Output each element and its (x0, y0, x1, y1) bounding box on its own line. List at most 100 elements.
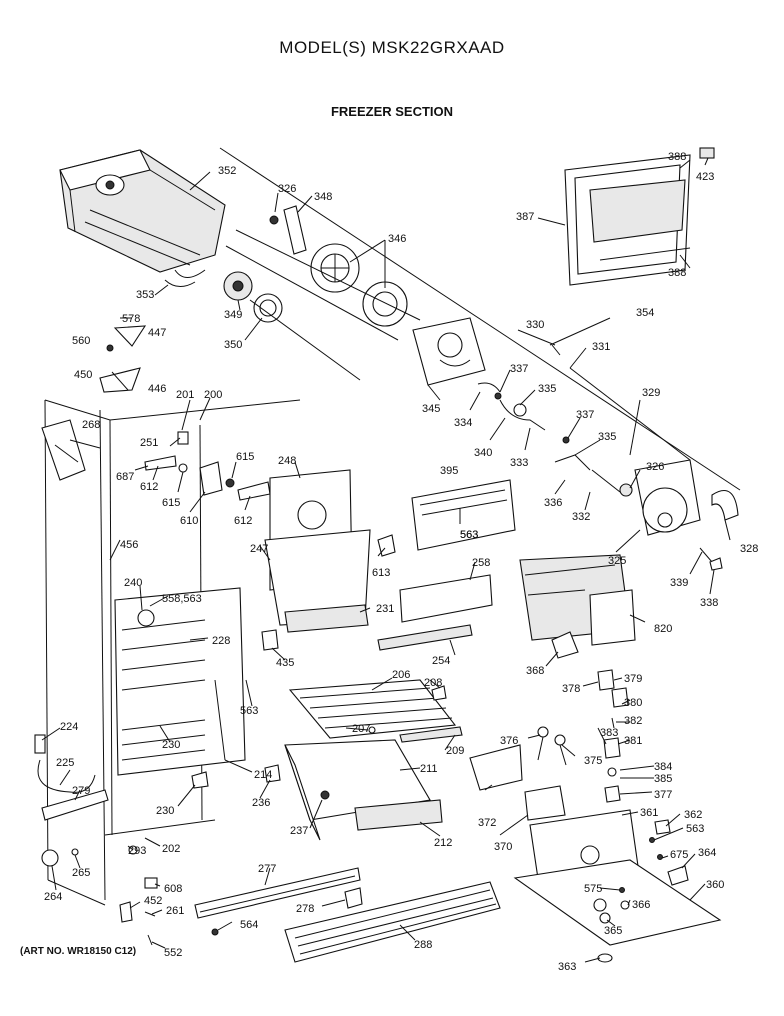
dispenser-door-part (564, 147, 715, 286)
callout-353: 353 (136, 289, 154, 301)
callout-209: 209 (446, 745, 464, 757)
callout-208: 208 (424, 677, 442, 689)
callout-251: 251 (140, 437, 158, 449)
callout-380: 380 (624, 697, 642, 709)
callout-376: 376 (500, 735, 518, 747)
callout-335: 335 (538, 383, 556, 395)
callout-228: 228 (212, 635, 230, 647)
callout-370: 370 (494, 841, 512, 853)
air-duct-part (264, 469, 396, 633)
callout-230: 230 (156, 805, 174, 817)
callout-237: 237 (290, 825, 308, 837)
callout-340: 340 (474, 447, 492, 459)
callout-578: 578 (122, 313, 140, 325)
callout-563: 563 (460, 529, 478, 541)
callout-201: 201 (176, 389, 194, 401)
bracket-368-part (551, 631, 579, 659)
callout-328: 328 (740, 543, 758, 555)
callout-377: 377 (654, 789, 672, 801)
control-bracket-parts (144, 431, 271, 501)
callout-452: 452 (144, 895, 162, 907)
callout-379: 379 (624, 673, 642, 685)
callout-372: 372 (478, 817, 496, 829)
compressor-area-parts (469, 744, 722, 963)
callout-346: 346 (388, 233, 406, 245)
callout-265: 265 (72, 867, 90, 879)
callout-334: 334 (454, 417, 472, 429)
callout-446: 446 (148, 383, 166, 395)
callout-610: 610 (180, 515, 198, 527)
callout-563: 563 (686, 823, 704, 835)
callout-247: 247 (250, 543, 268, 555)
callout-200: 200 (204, 389, 222, 401)
control-panel-part (411, 479, 516, 551)
callout-231: 231 (376, 603, 394, 615)
callout-563: 563 (240, 705, 258, 717)
shelf-parts (377, 574, 493, 651)
callout-361: 361 (640, 807, 658, 819)
callout-212: 212 (434, 837, 452, 849)
callout-383: 383 (600, 727, 618, 739)
callout-560: 560 (72, 335, 90, 347)
callout-552: 552 (164, 947, 182, 959)
callout-337: 337 (510, 363, 528, 375)
crank-parts (477, 382, 621, 493)
callout-456: 456 (120, 539, 138, 551)
wire-shelf-part (288, 679, 457, 739)
callout-labels: 3523263483463884233873883533493505784475… (44, 151, 758, 973)
callout-612: 612 (234, 515, 252, 527)
callout-435: 435 (276, 657, 294, 669)
relay-parts (537, 669, 629, 803)
callout-206: 206 (392, 669, 410, 681)
callout-345: 345 (422, 403, 440, 415)
slide-rail-part (194, 867, 363, 919)
callout-268: 268 (82, 419, 100, 431)
callout-563: 563 (460, 529, 478, 541)
callout-230: 230 (162, 739, 180, 751)
part-number-label: (ART NO. WR18150 C12) (20, 946, 137, 957)
callout-366: 366 (632, 899, 650, 911)
callout-687: 687 (116, 471, 134, 483)
callout-615: 615 (162, 497, 180, 509)
shelf-rail-209-part (399, 726, 463, 743)
ice-bucket-part (59, 149, 226, 278)
callout-211: 211 (420, 763, 438, 775)
callout-368: 368 (526, 665, 544, 677)
callout-381: 381 (624, 735, 642, 747)
callout-348: 348 (314, 191, 332, 203)
callout-261: 261 (166, 905, 184, 917)
shelf-clip-208-part (431, 685, 447, 701)
bracket-435-part (261, 629, 279, 651)
callout-423: 423 (696, 171, 714, 183)
callout-388: 388 (668, 267, 686, 279)
callout-378: 378 (562, 683, 580, 695)
fan-shroud-part (412, 317, 486, 386)
callout-612: 612 (140, 481, 158, 493)
shelf-clip-part (368, 726, 376, 734)
actuator-linkage-part (219, 147, 741, 491)
callout-335: 335 (598, 431, 616, 443)
callout-336: 336 (544, 497, 562, 509)
callout-264: 264 (44, 891, 62, 903)
callout-288: 288 (414, 939, 432, 951)
callout-326: 326 (646, 461, 664, 473)
callout-333: 333 (510, 457, 528, 469)
callout-363: 363 (558, 961, 576, 973)
callout-279: 279 (72, 785, 90, 797)
callout-615: 615 (236, 451, 254, 463)
callout-365: 365 (604, 925, 622, 937)
callout-214: 214 (254, 769, 272, 781)
callout-293: 293 (128, 845, 146, 857)
callout-395: 395 (440, 465, 458, 477)
small-hardware-bottom (119, 877, 219, 946)
callout-330: 330 (526, 319, 544, 331)
callout-277: 277 (258, 863, 276, 875)
model-title: MODEL(S) MSK22GRXAAD (279, 38, 505, 57)
callout-450: 450 (74, 369, 92, 381)
callout-564: 564 (240, 919, 258, 931)
callout-820: 820 (654, 623, 672, 635)
section-title: FREEZER SECTION (330, 104, 454, 119)
callout-387: 387 (516, 211, 534, 223)
